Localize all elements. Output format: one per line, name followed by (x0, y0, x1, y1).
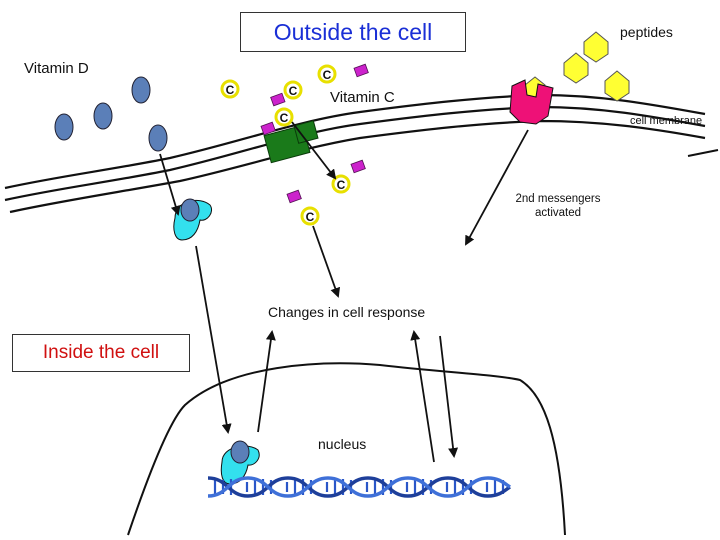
outside-cell-title-text: Outside the cell (273, 18, 433, 45)
vitamin-d-label: Vitamin D (24, 60, 89, 77)
molecule-letter: C (337, 178, 346, 192)
outside-cell-title: Outside the cell (240, 12, 466, 52)
arrow-vitc-through-receptor (291, 121, 337, 180)
peptides-label: peptides (620, 24, 673, 40)
vitamin-c-molecule: C (331, 174, 351, 194)
arrow-up-right (410, 330, 435, 463)
peptide-hexagon (604, 70, 630, 102)
cell-membrane-label: cell membrane (630, 115, 703, 127)
vitamin-c-molecule: C (283, 80, 303, 100)
peptide-receptor (509, 79, 554, 125)
vitamin-c-tag (353, 63, 369, 78)
vitamin-d-molecules (54, 76, 168, 152)
vitamin-c-tag (350, 159, 366, 174)
vitamin-c-molecule: C (317, 64, 337, 84)
arrow-to-changes (312, 225, 341, 298)
cell-membrane (4, 93, 706, 214)
arrows (159, 121, 529, 463)
vitamin-d-molecule (54, 113, 74, 141)
vitamin-c-tag (270, 92, 286, 107)
vitamin-c-tag (260, 121, 276, 136)
membrane-fragment (687, 149, 719, 157)
membrane-receptor (263, 120, 319, 164)
changes-in-cell-response-label: Changes in cell response (268, 304, 426, 320)
vitamin-c-tags (260, 63, 369, 204)
arrow-up-left (257, 330, 276, 433)
arrow-vitd-to-receptor (159, 153, 181, 216)
cytoplasm-receptor (173, 198, 213, 241)
arrow-receptor-to-nucleus (195, 245, 232, 434)
molecule-letter: C (323, 68, 332, 82)
molecule-letter: C (280, 111, 289, 125)
vitamin-c-tag (286, 189, 302, 204)
nuclear-receptor (220, 440, 260, 485)
second-messengers-label: 2nd messengers activated (515, 193, 601, 219)
dna-helix (207, 476, 511, 498)
nucleus-label: nucleus (318, 436, 367, 452)
molecule-letter: C (226, 83, 235, 97)
inside-cell-title-text: Inside the cell (42, 342, 160, 363)
vitamin-d-molecule (131, 76, 151, 104)
vitamin-c-molecule: C (274, 107, 294, 127)
vitamin-c-molecule: C (220, 79, 240, 99)
vitamin-c-label: Vitamin C (330, 89, 395, 106)
peptide-hexagon (563, 52, 589, 84)
arrow-down-right (439, 335, 459, 458)
peptide-hexagon (583, 31, 609, 63)
vitamin-c-molecules: C C C C C C (220, 64, 351, 226)
vitamin-d-molecule (148, 124, 168, 152)
molecule-letter: C (289, 84, 298, 98)
inside-cell-title: Inside the cell (12, 334, 190, 372)
vitamin-d-molecule (93, 102, 113, 130)
vitamin-c-molecule: C (300, 206, 320, 226)
arrow-peptide-to-second (465, 129, 529, 246)
nucleus-outline (127, 362, 566, 536)
molecule-letter: C (306, 210, 315, 224)
